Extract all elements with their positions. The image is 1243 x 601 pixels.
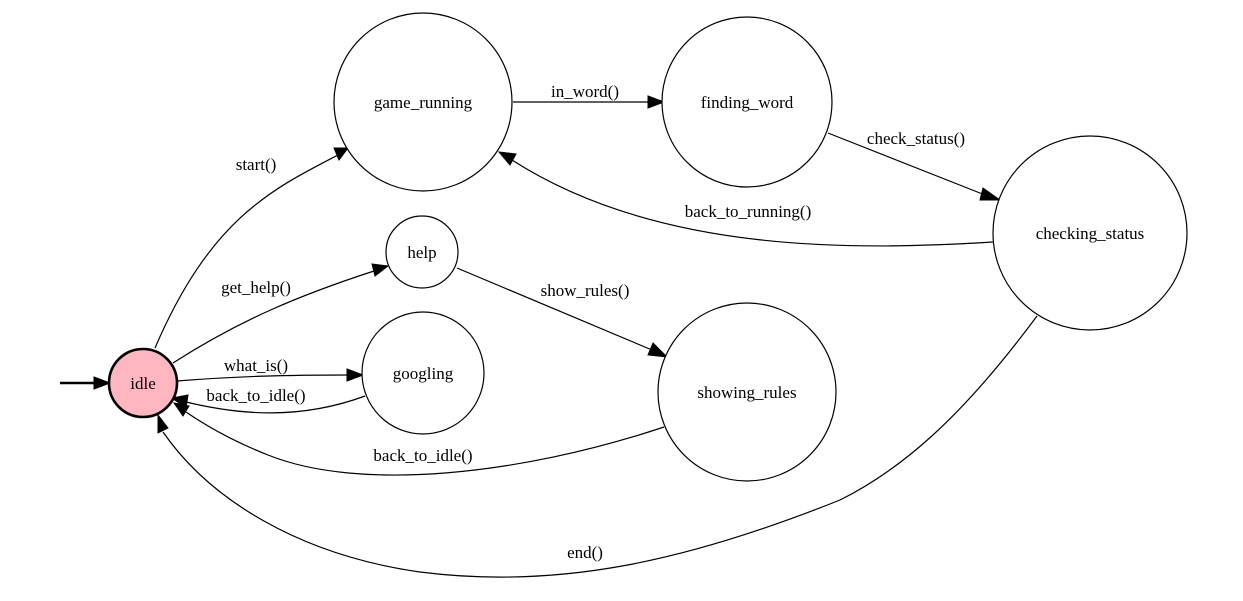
edge-back-to-idle-rules xyxy=(172,402,665,476)
edge-end xyxy=(157,315,1038,578)
state-idle: idle xyxy=(107,347,179,419)
edge-label-check-status: check_status() xyxy=(867,129,965,148)
state-help: help xyxy=(385,215,459,289)
state-help-label: help xyxy=(407,243,436,262)
state-googling: googling xyxy=(361,311,485,435)
edge-start xyxy=(154,147,349,349)
edge-label-end: end() xyxy=(567,543,603,562)
edge-label-in-word: in_word() xyxy=(551,82,619,101)
edge-label-back-to-running: back_to_running() xyxy=(685,202,812,221)
state-showing-rules: showing_rules xyxy=(657,302,837,482)
edge-back-to-running xyxy=(497,151,994,247)
edge-label-start: start() xyxy=(236,155,277,174)
state-checking-status-label: checking_status xyxy=(1036,224,1145,243)
edge-label-get-help: get_help() xyxy=(221,278,291,297)
edge-what-is xyxy=(176,368,365,382)
edge-check-status xyxy=(827,132,1002,201)
edge-label-back-to-idle-rules: back_to_idle() xyxy=(373,446,472,465)
edge-show-rules xyxy=(456,267,669,358)
state-game-running: game_running xyxy=(333,12,513,192)
state-checking-status: checking_status xyxy=(992,135,1188,331)
entry-arrow xyxy=(60,376,112,390)
edge-get-help xyxy=(172,263,390,364)
state-finding-word-label: finding_word xyxy=(701,93,794,112)
state-idle-label: idle xyxy=(130,374,156,393)
state-game-running-label: game_running xyxy=(374,93,473,112)
edge-in-word xyxy=(513,95,666,109)
edge-label-show-rules: show_rules() xyxy=(541,281,630,300)
edge-label-back-to-idle-googling: back_to_idle() xyxy=(206,386,305,405)
state-finding-word: finding_word xyxy=(661,16,833,188)
state-showing-rules-label: showing_rules xyxy=(697,383,796,402)
edge-label-what-is: what_is() xyxy=(224,356,288,375)
state-googling-label: googling xyxy=(393,364,454,383)
